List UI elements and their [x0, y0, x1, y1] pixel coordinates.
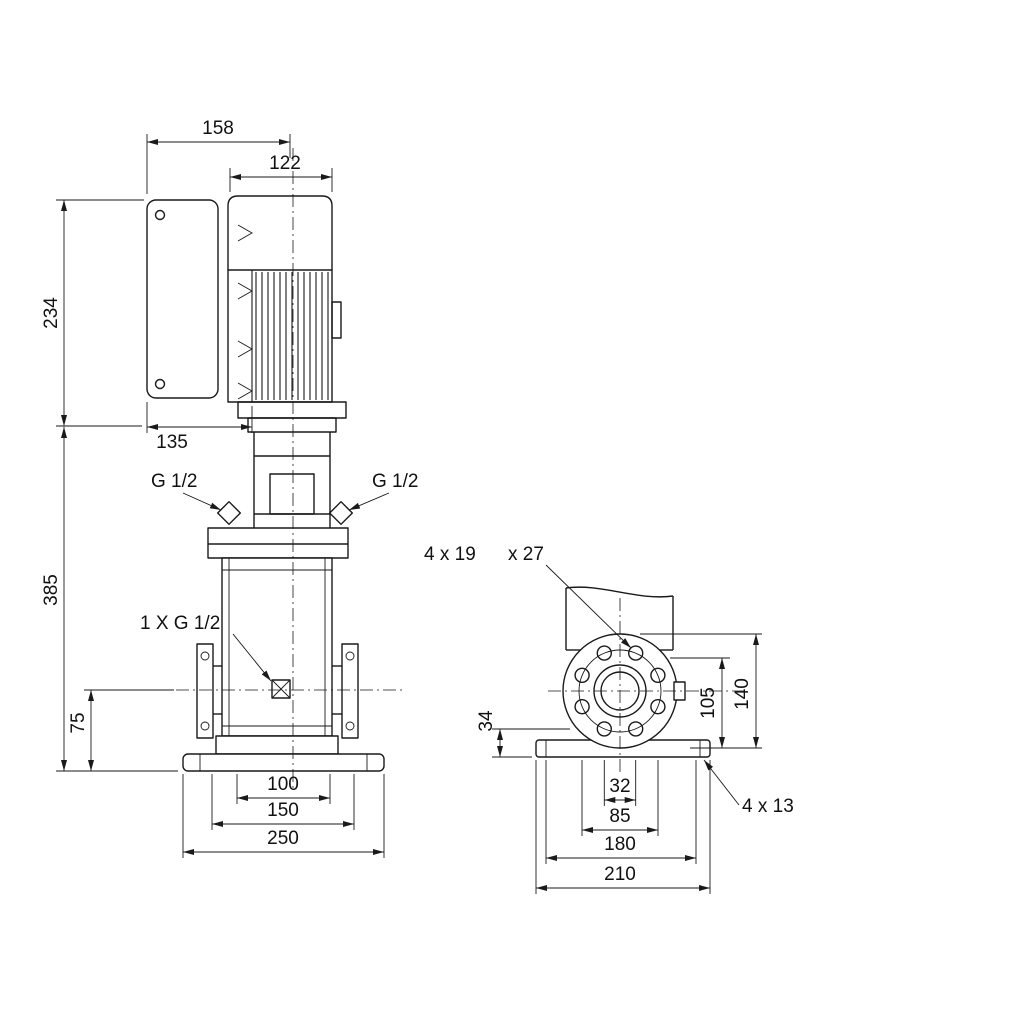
dimension-32: 32: [603, 760, 637, 806]
callout-port-right: G 1/2: [348, 471, 418, 511]
dim-label-100: 100: [267, 774, 299, 795]
dimension-250: 250: [182, 774, 385, 858]
dim-label-234: 234: [41, 297, 62, 329]
dim-label-75: 75: [68, 712, 89, 733]
dim-label-122: 122: [269, 153, 301, 174]
dimension-385: 385: [41, 427, 178, 772]
flange-holes-label-a: 4 x 19: [424, 544, 476, 565]
callout-base-holes: 4 x 13: [703, 759, 794, 817]
dimension-85: 85: [581, 760, 659, 836]
drain-plug: [271, 679, 291, 699]
dim-label-140: 140: [732, 678, 753, 710]
cable-gland-chevrons: [237, 224, 253, 400]
base-plate: [182, 753, 385, 772]
dim-label-150: 150: [267, 800, 299, 821]
dimension-234: 234: [41, 199, 144, 427]
dimension-34: 34: [476, 710, 570, 758]
converter-box: [146, 199, 219, 399]
dim-label-34: 34: [476, 710, 497, 732]
callout-flange-holes: 4 x 19 x 27: [424, 544, 632, 649]
dim-label-105: 105: [698, 687, 719, 719]
dim-label-32: 32: [609, 776, 630, 797]
end-view-dimensions: 4 x 19 x 27 34 105 140 32: [424, 544, 794, 894]
coupling-lantern: [253, 432, 331, 528]
dimension-140: 140: [640, 633, 762, 749]
pump-head: [207, 527, 349, 559]
dim-label-180: 180: [604, 834, 636, 855]
dim-label-135: 135: [156, 432, 188, 453]
drain-label: 1 X G 1/2: [140, 613, 220, 634]
plug-left: [216, 500, 242, 526]
dim-label-250: 250: [267, 828, 299, 849]
dimension-100: 100: [236, 774, 331, 804]
port-left-label: G 1/2: [151, 471, 197, 492]
end-view-body: [565, 586, 674, 651]
motor-fins: [255, 272, 329, 400]
plug-right: [328, 500, 354, 526]
front-view-dimensions: 158 122 234 135 385 75: [41, 118, 418, 858]
box-screw-top: [154, 209, 166, 221]
front-view: [146, 148, 404, 788]
dimension-135: 135: [146, 402, 253, 453]
motor-terminal-tab: [331, 301, 342, 339]
motor-fan-cover: [227, 195, 333, 270]
end-view: [535, 586, 744, 772]
motor-flange-upper: [237, 401, 347, 419]
dimension-75: 75: [68, 689, 174, 771]
dimension-158: 158: [146, 118, 291, 194]
chamber-stack: [221, 557, 333, 737]
flange-holes-label-b: x 27: [508, 544, 544, 565]
dim-label-210: 210: [604, 864, 636, 885]
callout-port-left: G 1/2: [151, 471, 222, 511]
dim-label-385: 385: [41, 574, 62, 606]
port-right: [332, 643, 359, 739]
dimension-150: 150: [211, 774, 355, 830]
port-left: [196, 643, 222, 739]
box-screw-bottom: [154, 378, 166, 390]
dimension-122: 122: [229, 153, 333, 192]
dim-label-158: 158: [202, 118, 234, 139]
dimension-180: 180: [545, 760, 697, 864]
pedestal: [215, 735, 339, 755]
motor-flange-lower: [247, 417, 337, 433]
dimension-105: 105: [670, 657, 730, 748]
dimension-210: 210: [535, 760, 711, 894]
base-holes-label: 4 x 13: [742, 796, 794, 817]
port-right-label: G 1/2: [372, 471, 418, 492]
callout-drain: 1 X G 1/2: [140, 613, 272, 682]
dim-label-85: 85: [609, 806, 630, 827]
